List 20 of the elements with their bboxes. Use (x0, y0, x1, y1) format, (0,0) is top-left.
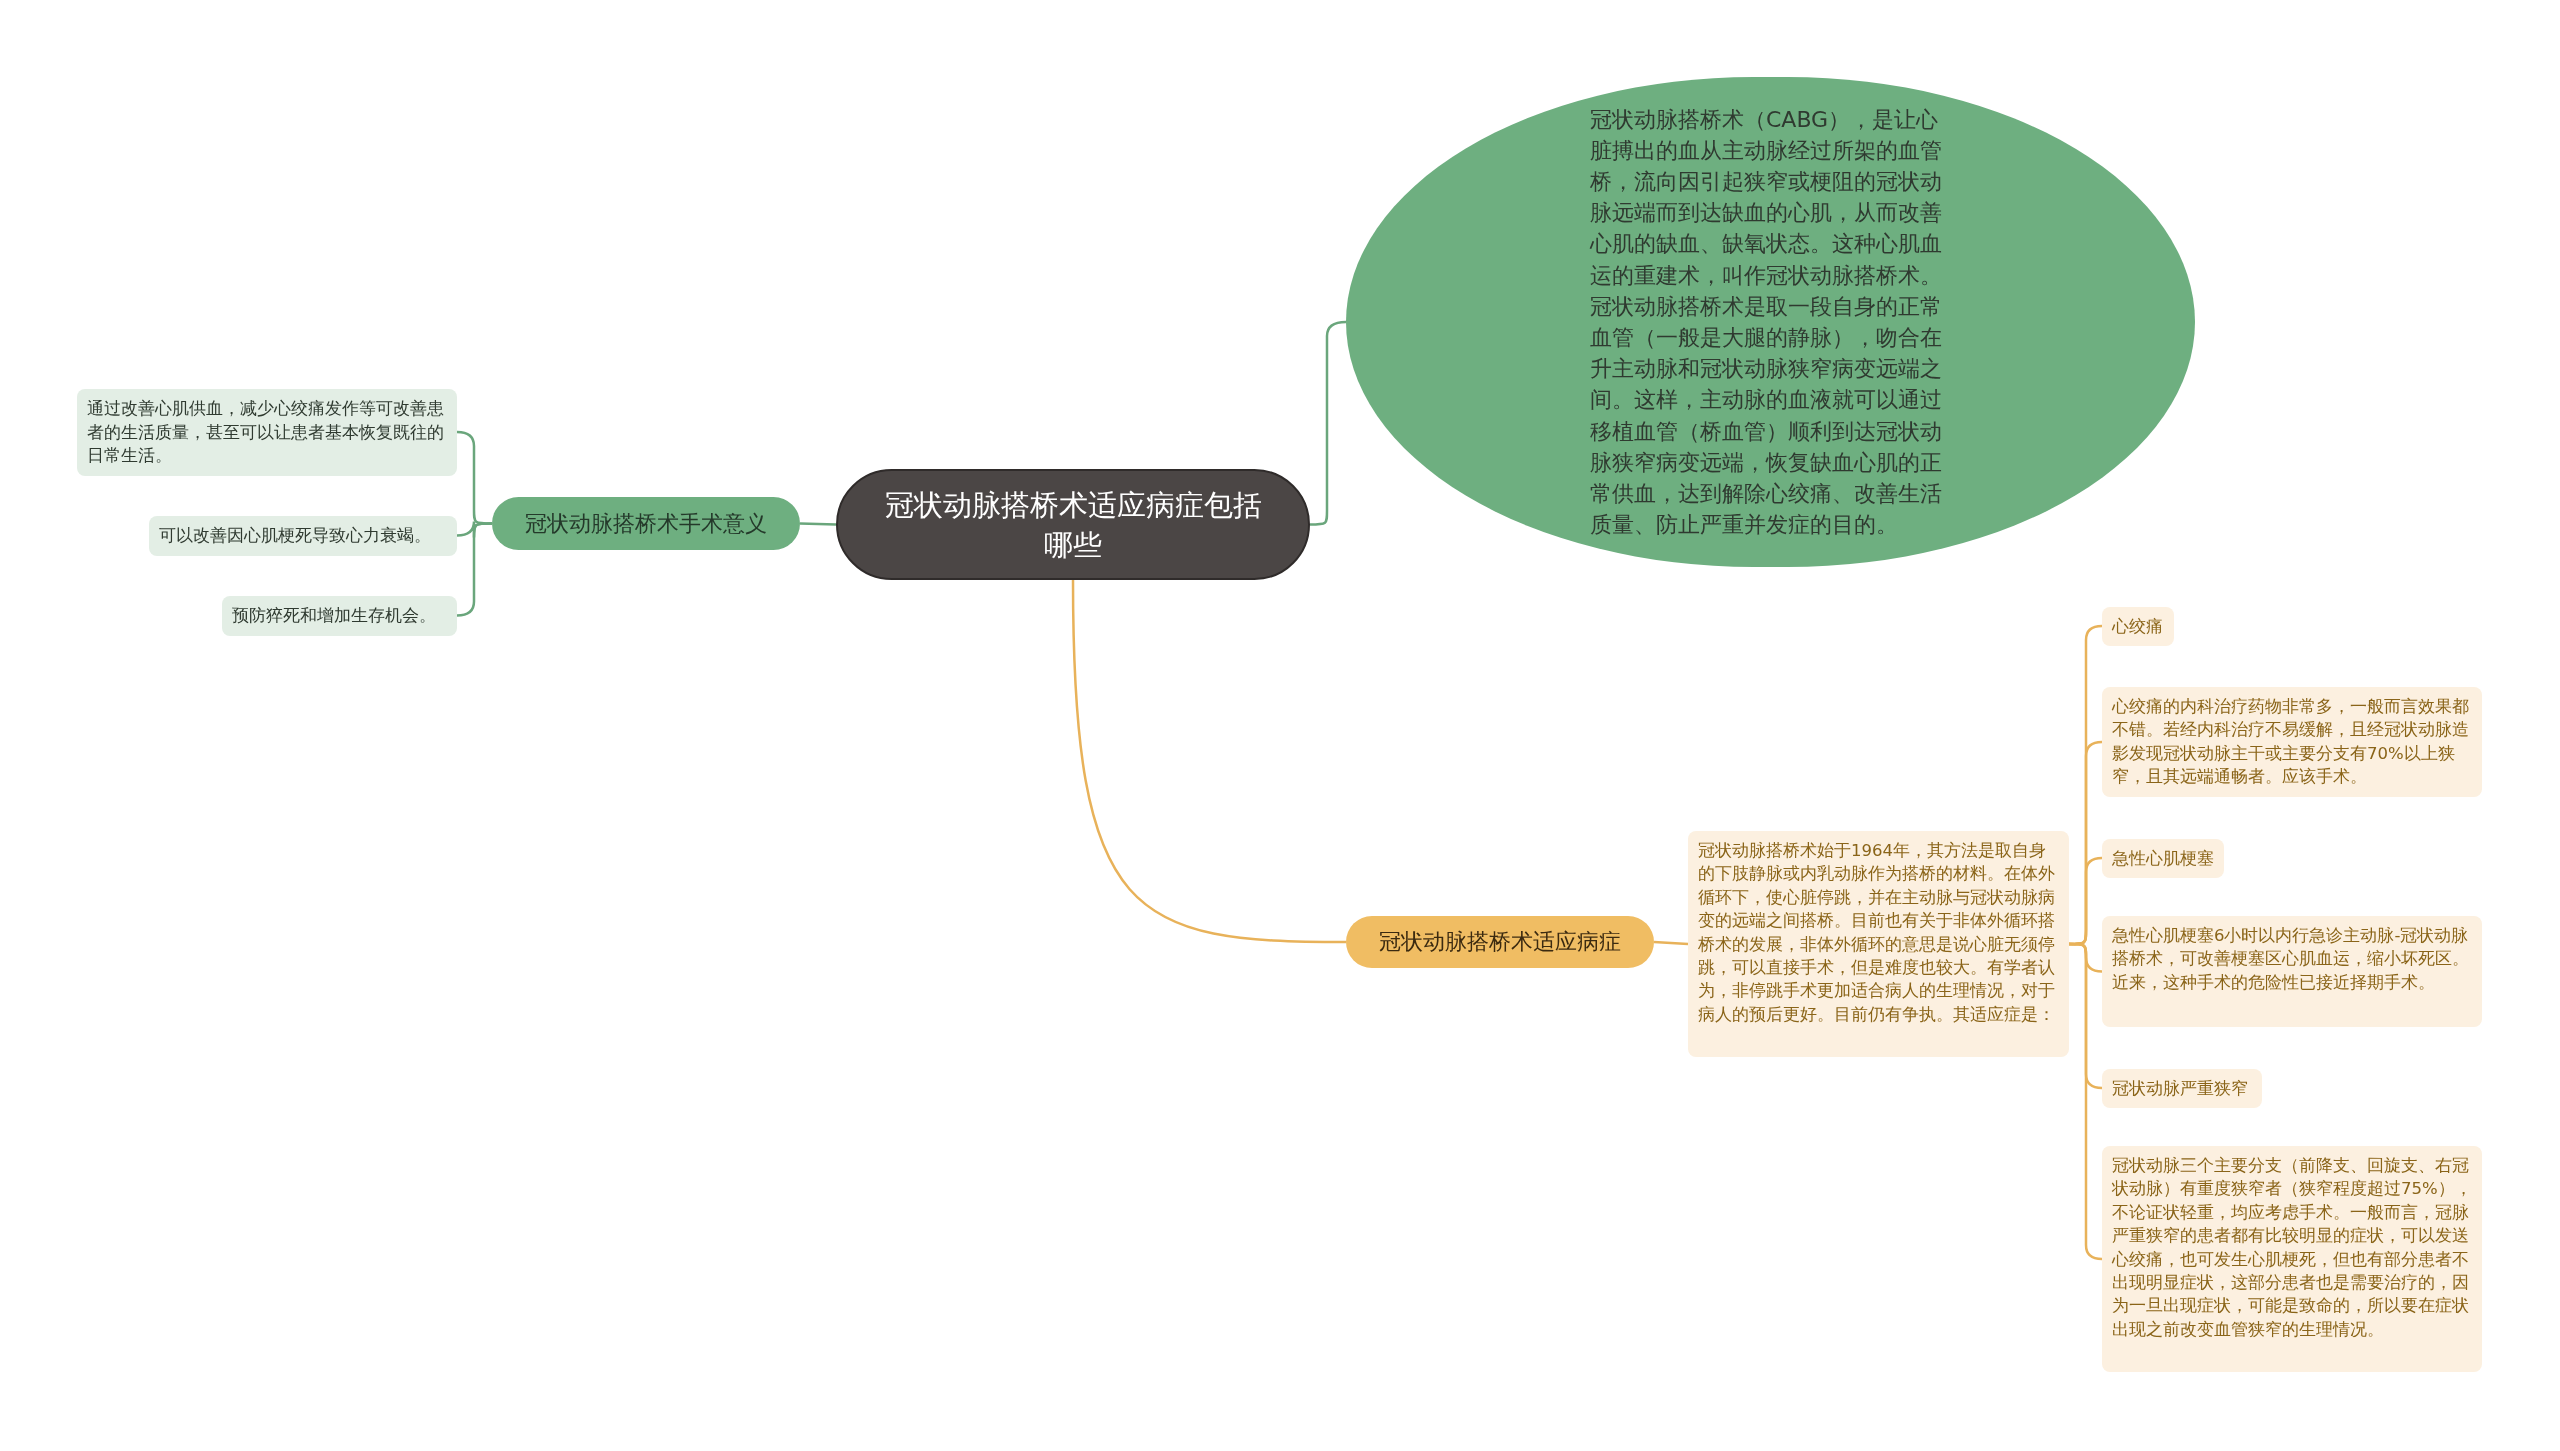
connector (456, 522, 492, 617)
subtopic-box: 心绞痛 (2102, 607, 2174, 647)
connector (799, 522, 837, 526)
branch-topic: 冠状动脉搭桥术适应病症 (1346, 916, 1654, 968)
connector (1071, 579, 1346, 944)
central-topic: 冠状动脉搭桥术适应病症包括哪些 (836, 469, 1310, 580)
subtopic-box: 冠状动脉严重狭窄 (2102, 1069, 2262, 1109)
topic-bubble: 冠状动脉搭桥术（CABG），是让心脏搏出的血从主动脉经过所架的血管桥，流向因引起狭窄或梗阻的冠状动脉远端而到达缺血的心肌，从而改善心肌的缺血、缺氧状态。这种心肌血运的重建术，叫作冠状动脉搭桥术。冠状动脉搭桥术是取一段自身的正常血管（一般是大腿的静脉），吻合在升主动脉和冠状动脉狭窄病变远端之间。这样，主动脉的血液就可以通过移植血管（桥血管）顺利到达冠状动脉狭窄病变远端，恢复缺血心肌的正常供血，达到解除心绞痛、改善生活质量、防止严重并发症的目的。 (1346, 77, 2195, 567)
subtopic-box: 冠状动脉三个主要分支（前降支、回旋支、右冠状动脉）有重度狭窄者（狭窄程度超过75%），不论证状轻重，均应考虑手术。一般而言，冠脉严重狭窄的患者都有比较明显的症状，可以发送心绞痛，也可发生心肌梗死，但也有部分患者不出现明显症状，这部分患者也是需要治疗的，因为一旦出现症状，可能是致命的，所以要在症状出现之前改变血管狭窄的生理情况。 (2102, 1146, 2482, 1372)
subtopic-box: 急性心肌梗塞6小时以内行急诊主动脉-冠状动脉搭桥术，可改善梗塞区心肌血运，缩小坏死区。近来，这种手术的危险性已接近择期手术。 (2102, 916, 2482, 1027)
subtopic-box: 预防猝死和增加生存机会。 (222, 596, 457, 636)
connector (1310, 320, 1347, 526)
subtopic-box: 心绞痛的内科治疗药物非常多，一般而言效果都不错。若经内科治疗不易缓解，且经冠状动脉造影发现冠状动脉主干或主要分支有70%以上狭窄，且其远端通畅者。应该手术。 (2102, 687, 2482, 797)
connector (2069, 942, 2103, 1261)
subtopic-box: 可以改善因心肌梗死导致心力衰竭。 (149, 516, 457, 556)
subtopic-box: 急性心肌梗塞 (2102, 839, 2224, 879)
branch-topic: 冠状动脉搭桥术手术意义 (492, 497, 800, 550)
subtopic-box: 通过改善心肌供血，减少心绞痛发作等可改善患者的生活质量，甚至可以让患者基本恢复既往的日常生活。 (77, 389, 457, 476)
subtopic-box: 冠状动脉搭桥术始于1964年，其方法是取自身的下肢静脉或内乳动脉作为搭桥的材料。在体外循环下，使心脏停跳，并在主动脉与冠状动脉病变的远端之间搭桥。目前也有关于非体外循环搭桥术的发展，非体外循环的意思是说心脏无须停跳，可以直接手术，但是难度也较大。有学者认为，非停跳手术更加适合病人的生理情况，对于病人的预后更好。目前仍有争执。其适应症是： (1688, 831, 2069, 1057)
connector (1653, 940, 1689, 946)
